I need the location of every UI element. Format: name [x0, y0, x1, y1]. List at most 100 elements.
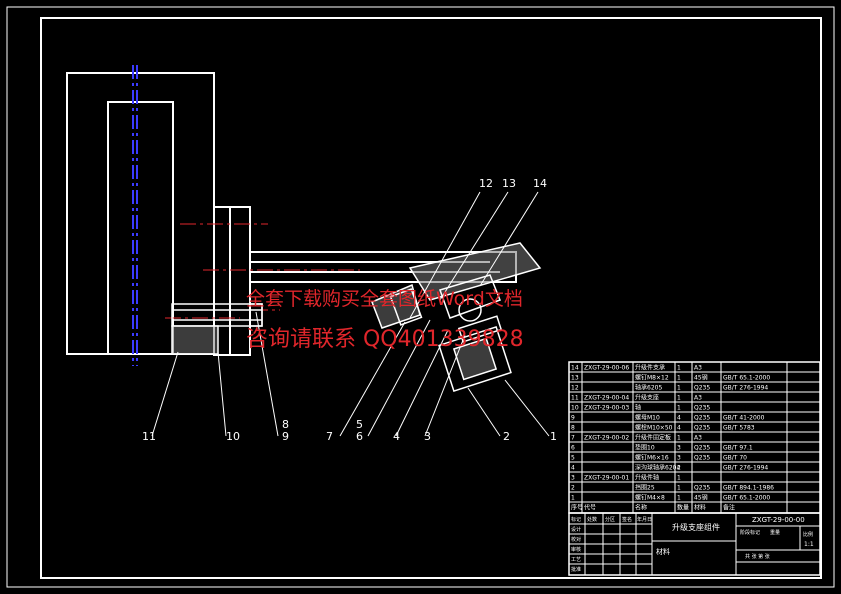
bom-cell-mat: Q235 — [694, 415, 710, 422]
bom-header-name: 名称 — [635, 504, 647, 512]
bom-cell-code: ZXGT-29-00-03 — [584, 405, 629, 412]
bom-cell-no: 3 — [571, 475, 575, 482]
bom-cell-qty: 1 — [677, 395, 681, 402]
bom-cell-qty: 1 — [677, 435, 681, 442]
bom-cell-mat: Q235 — [694, 425, 710, 432]
scale-value: 1:1 — [804, 541, 814, 548]
callout-7: 7 — [326, 430, 333, 443]
leader-lines — [151, 191, 550, 437]
bom-cell-no: 7 — [571, 435, 575, 442]
bom-cell-mat: Q235 — [694, 405, 710, 412]
callout-10: 10 — [226, 430, 240, 443]
bom-cell-qty: 1 — [677, 485, 681, 492]
tb-row-1: 设计 — [571, 526, 581, 533]
bom-cell-no: 9 — [571, 415, 575, 422]
watermark-line-1: 全套下载购买全套图纸Word文档 — [246, 288, 523, 310]
bom-cell-no: 5 — [571, 455, 575, 462]
bom-cell-name: 螺钉M8×12 — [635, 374, 669, 382]
bom-cell-name: 螺栓M10×50 — [635, 424, 673, 432]
bom-cell-mat: A3 — [694, 395, 702, 402]
inclined-arm — [371, 242, 542, 329]
callout-12: 12 — [479, 177, 493, 190]
weight-label: 重量 — [770, 529, 780, 536]
bom-cell-name: 升级件支承 — [635, 364, 665, 372]
material-label: 材料 — [656, 547, 670, 556]
tb-col-1: 分区 — [605, 516, 615, 523]
bom-cell-no: 1 — [571, 495, 575, 502]
bom-cell-note: GB/T 276-1994 — [723, 385, 768, 392]
bom-cell-note: GB/T 276-1994 — [723, 465, 768, 472]
callout-9: 9 — [282, 430, 289, 443]
bom-cell-code: ZXGT-29-00-04 — [584, 395, 629, 402]
bom-cell-qty: 1 — [677, 475, 681, 482]
bom-cell-qty: 1 — [677, 495, 681, 502]
bom-cell-no: 8 — [571, 425, 575, 432]
bom-cell-name: 螺钉M4×8 — [635, 494, 665, 502]
bom-cell-no: 12 — [571, 385, 579, 392]
callout-8: 8 — [282, 418, 289, 431]
bom-cell-qty: 2 — [677, 465, 681, 472]
bom-cell-note: GB/T 41-2000 — [723, 415, 765, 422]
bom-cell-qty: 3 — [677, 455, 681, 462]
stage-label: 阶段标记 — [740, 529, 760, 536]
bom-cell-note: GB/T 70 — [723, 455, 747, 462]
bom-header-qty: 数量 — [677, 504, 689, 512]
bom-cell-mat: Q235 — [694, 445, 710, 452]
bom-cell-qty: 4 — [677, 415, 681, 422]
bom-cell-mat: 45钢 — [694, 374, 708, 382]
bom-cell-note: GB/T 5783 — [723, 425, 755, 432]
tb-col-3: 签名 — [622, 516, 632, 523]
bom-cell-name: 升级件轴 — [635, 474, 659, 482]
callout-6: 6 — [356, 430, 363, 443]
bom-cell-no: 13 — [571, 375, 579, 382]
bom-cell-name: 螺钉M6×16 — [635, 454, 669, 462]
bom-cell-qty: 1 — [677, 375, 681, 382]
callout-2: 2 — [503, 430, 510, 443]
callout-11: 11 — [142, 430, 156, 443]
title-block-text: 升级支座组件 ZXGT-29-00-00 材料 比例 1:1 标记 设计 校对 … — [571, 516, 814, 573]
bom-cell-name: 挡圈25 — [635, 484, 655, 492]
bom-cell-note: GB/T 97.1 — [723, 445, 753, 452]
bom-cell-code: ZXGT-29-00-01 — [584, 475, 629, 482]
bom-cell-no: 2 — [571, 485, 575, 492]
bom-cell-note: GB/T 65.1-2000 — [723, 495, 770, 502]
callout-13: 13 — [502, 177, 516, 190]
bom-cell-mat: Q235 — [694, 485, 710, 492]
scale-label: 比例 — [803, 531, 813, 538]
center-line — [132, 65, 138, 366]
tb-col-0: 处数 — [587, 516, 597, 523]
watermark-line-2: 咨询请联系 QQ401339828 — [246, 327, 524, 352]
tb-row-0: 标记 — [571, 516, 581, 523]
bom-cell-name: 升级支座 — [635, 394, 659, 402]
bom-cell-qty: 4 — [677, 425, 681, 432]
drawing-number: ZXGT-29-00-00 — [752, 516, 805, 524]
bom-cell-code: ZXGT-29-00-06 — [584, 365, 629, 372]
bom-header-no: 序号 — [571, 504, 583, 512]
bom-header-mat: 材料 — [694, 504, 706, 512]
bom-cell-name: 升级件固定板 — [635, 434, 671, 442]
inner-frame — [40, 17, 822, 579]
bom-cell-mat: A3 — [694, 365, 702, 372]
bom-cell-mat: Q235 — [694, 385, 710, 392]
bom-cell-no: 4 — [571, 465, 575, 472]
tb-col-4: 年月日 — [637, 516, 652, 523]
bom-cell-code: ZXGT-29-00-02 — [584, 435, 629, 442]
bom-cell-qty: 3 — [677, 445, 681, 452]
bom-cell-name: 轴承6205 — [635, 384, 662, 392]
tb-row-5: 批准 — [571, 566, 581, 573]
bom-cell-mat: Q235 — [694, 455, 710, 462]
tb-row-3: 审核 — [571, 546, 581, 553]
callout-5: 5 — [356, 418, 363, 431]
bearing-housing — [438, 298, 512, 393]
bom-cell-no: 11 — [571, 395, 579, 402]
bom-header-code: 代号 — [584, 504, 596, 512]
bom-cell-name: 轴 — [635, 404, 641, 412]
bom-cell-qty: 1 — [677, 385, 681, 392]
bom-cell-qty: 1 — [677, 365, 681, 372]
callout-labels: 12 13 14 1 2 3 4 5 6 7 8 9 10 11 — [142, 177, 557, 443]
bom-cell-no: 10 — [571, 405, 579, 412]
bom-cell-name: 螺母M10 — [635, 414, 660, 422]
callout-3: 3 — [424, 430, 431, 443]
